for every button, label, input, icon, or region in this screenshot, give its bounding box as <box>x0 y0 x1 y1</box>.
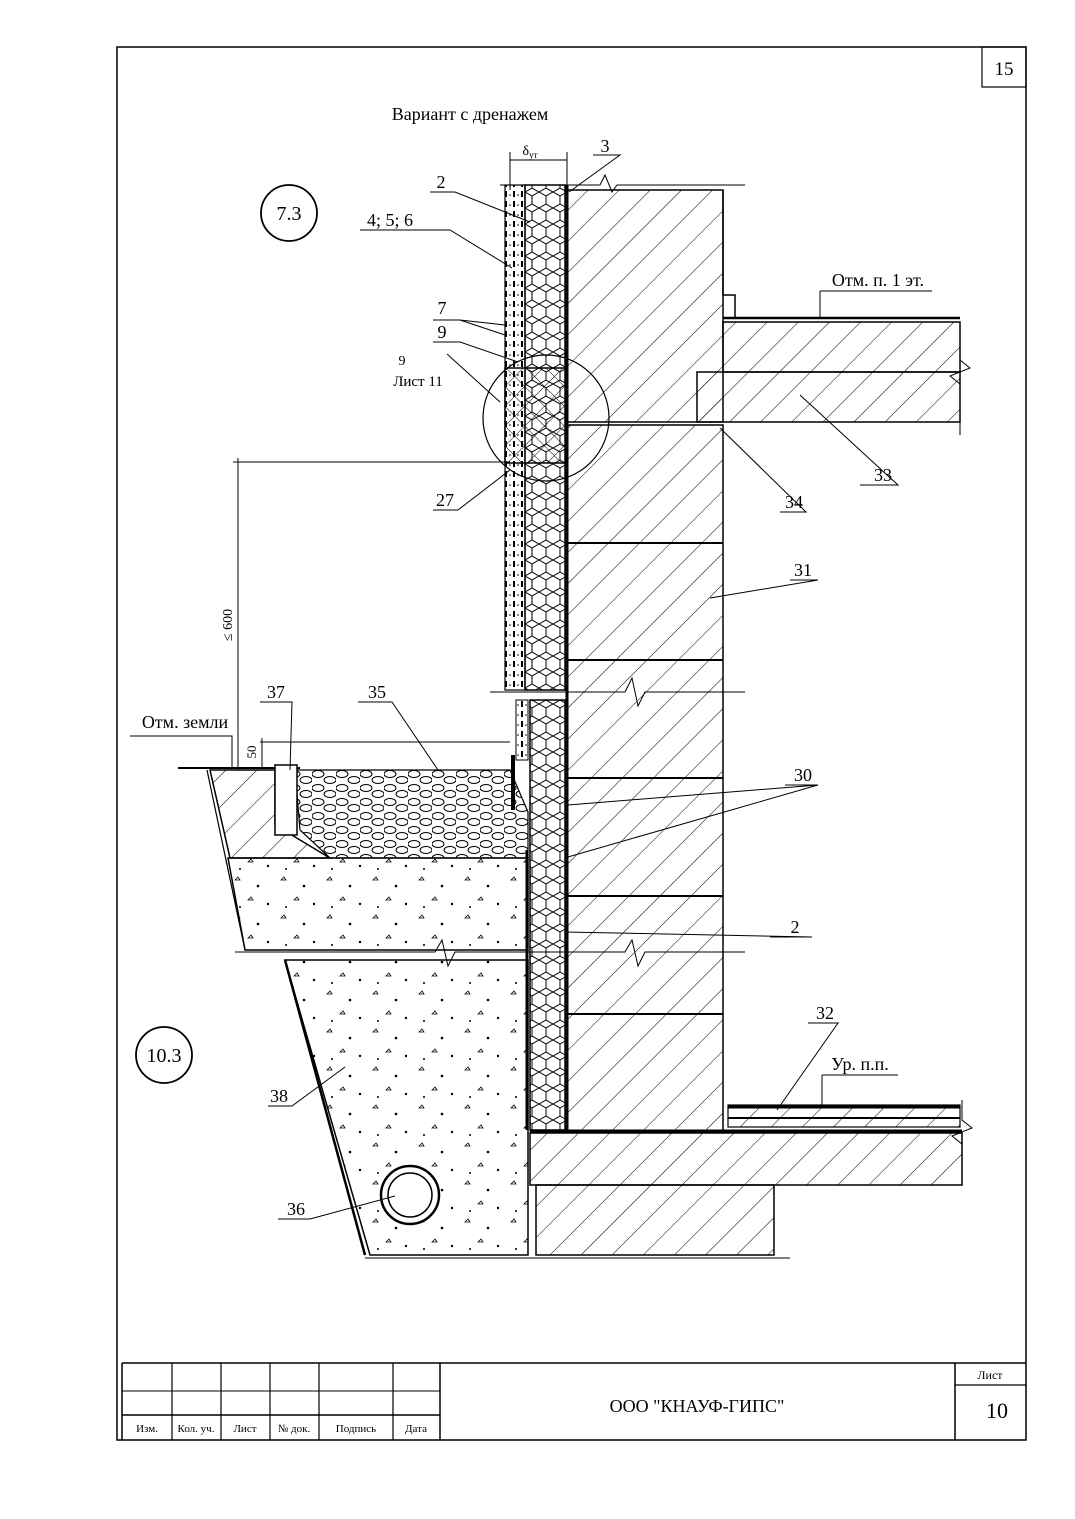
detail-circle <box>482 354 610 482</box>
callout-35: 35 <box>368 682 386 702</box>
tb-col-date: Дата <box>405 1423 427 1435</box>
gravel-fill-35 <box>294 769 529 859</box>
floor-layers-32 <box>727 1104 961 1128</box>
sheet-number-box <box>981 46 1027 88</box>
wall-niche <box>722 190 736 318</box>
callout-2: 2 <box>437 172 446 192</box>
node-label-upper: 7.3 <box>277 203 302 225</box>
break-line-right <box>951 1100 973 1185</box>
delta-label: δут <box>522 144 537 160</box>
title-block <box>121 1362 1026 1440</box>
tb-col-izm: Изм. <box>136 1423 158 1435</box>
sheet-frame <box>116 46 1027 1441</box>
tb-col-doc: № док. <box>278 1423 311 1435</box>
sheet-label: Лист <box>977 1368 1003 1382</box>
break-line <box>500 173 745 194</box>
level-floor1: Отм. п. 1 эт. <box>832 270 924 290</box>
dim-50: 50 <box>244 746 259 759</box>
beam-33 <box>696 371 961 423</box>
tb-col-kol: Кол. уч. <box>178 1423 215 1435</box>
render-layer-lower <box>515 699 529 761</box>
foundation-slab <box>529 1132 963 1186</box>
tb-col-list: Лист <box>233 1423 256 1435</box>
trench-slope <box>283 959 367 1256</box>
callout-33: 33 <box>874 465 892 485</box>
break-line-right <box>949 340 971 435</box>
callout-9-sheet: Лист 11 <box>393 374 443 390</box>
callout-7: 7 <box>438 298 447 318</box>
firebreak-block <box>504 367 568 464</box>
curb-37 <box>274 764 298 836</box>
callout-32: 32 <box>816 1003 834 1023</box>
callout-31: 31 <box>794 560 812 580</box>
callout-36: 36 <box>287 1199 305 1219</box>
node-circle-upper <box>260 184 318 242</box>
callouts <box>130 154 932 1220</box>
callout-34: 34 <box>785 492 803 512</box>
sheet-number: 10 <box>986 1398 1008 1423</box>
foundation-beam <box>535 1184 775 1256</box>
backfill-upper <box>227 857 529 951</box>
floor-slab-33 <box>722 321 961 373</box>
node-circle-lower <box>135 1026 193 1084</box>
callout-38: 38 <box>270 1086 288 1106</box>
insulation-lower <box>529 699 566 1131</box>
callout-9: 9 <box>438 322 447 342</box>
trench-wall <box>206 769 246 951</box>
callout-27: 27 <box>436 490 454 510</box>
callout-37: 37 <box>267 682 285 702</box>
break-line <box>235 938 745 968</box>
drawing-title: Вариант с дренажем <box>392 104 548 124</box>
sheet-top-number: 15 <box>995 59 1014 80</box>
callout-3: 3 <box>601 136 610 156</box>
node-label-lower: 10.3 <box>147 1045 182 1067</box>
callout-30: 30 <box>794 765 812 785</box>
drain-pipe-inner <box>387 1172 433 1218</box>
callout-9-ref: 9 <box>399 354 406 369</box>
tb-col-sign: Подпись <box>336 1423 376 1435</box>
company-name: ООО "КНАУФ-ГИПС" <box>610 1396 785 1416</box>
callout-4-5-6: 4; 5; 6 <box>367 210 413 230</box>
dim-600: ≤ 600 <box>221 609 236 641</box>
level-floor: Ур. п.п. <box>831 1054 888 1074</box>
break-line <box>490 676 745 708</box>
soil-wedge <box>209 769 333 859</box>
callout-2-lower: 2 <box>791 917 800 937</box>
level-ground: Отм. земли <box>142 712 229 732</box>
